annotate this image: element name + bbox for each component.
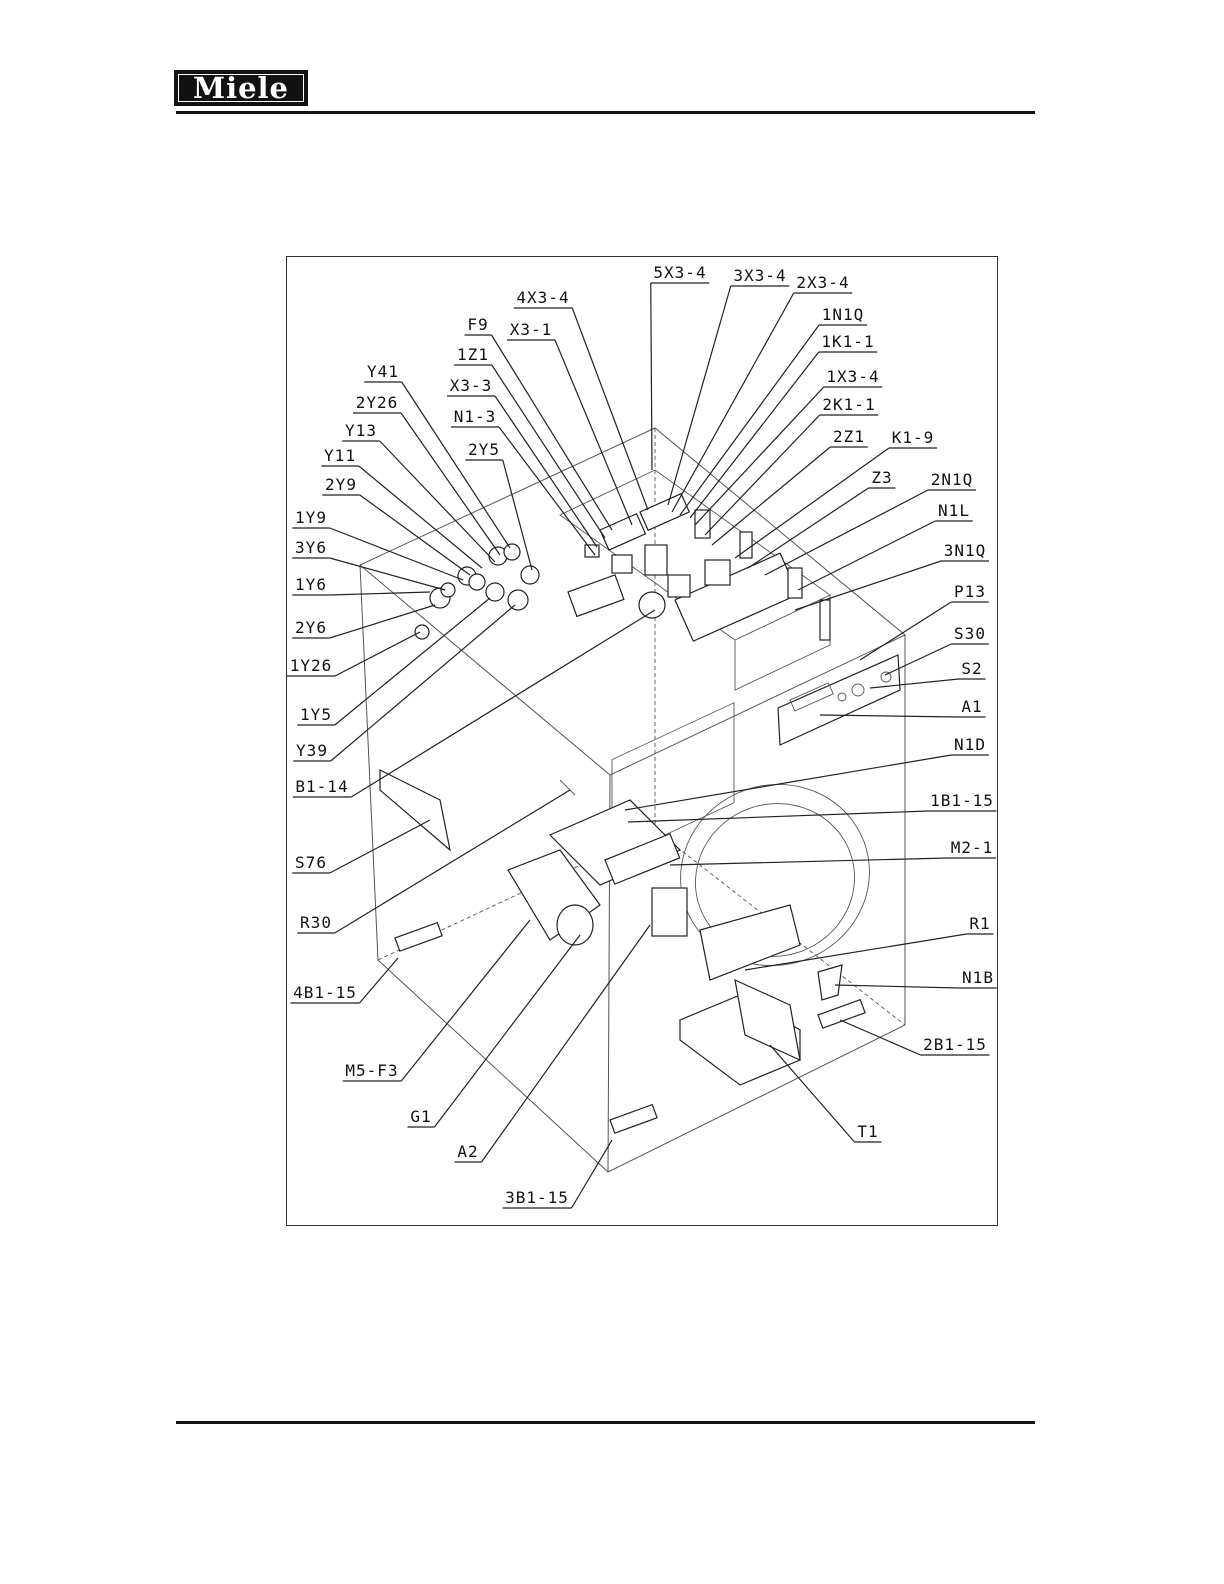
leader-s76 xyxy=(330,820,430,873)
leader-n1-3 xyxy=(499,427,595,555)
label-y13: Y13 xyxy=(345,421,377,440)
leader-1y26 xyxy=(335,632,420,676)
label-m5-f3: M5-F3 xyxy=(345,1061,398,1080)
label-x3-3: X3-3 xyxy=(450,376,493,395)
label-a1: A1 xyxy=(961,697,982,716)
label-3x3-4: 3X3-4 xyxy=(733,266,786,285)
label-f9: F9 xyxy=(467,315,488,334)
label-s2: S2 xyxy=(961,659,982,678)
leader-n1l xyxy=(798,521,935,590)
label-3y6: 3Y6 xyxy=(295,538,327,557)
label-2b1-15: 2B1-15 xyxy=(923,1035,987,1054)
label-2y9: 2Y9 xyxy=(325,475,357,494)
label-k1-9: K1-9 xyxy=(892,428,935,447)
control-panel xyxy=(778,655,900,745)
leader-t1 xyxy=(770,1045,855,1142)
leader-3x3-4 xyxy=(668,286,731,505)
leader-1k1-1 xyxy=(690,352,819,518)
leader-1b1-15 xyxy=(628,811,928,822)
label-1y9: 1Y9 xyxy=(295,508,327,527)
label-4x3-4: 4X3-4 xyxy=(516,288,569,307)
component-labels: 5X3-4 3X3-4 2X3-4 4X3-4 1N1Q X3-1 F9 1K1-1 1Z1Y4… xyxy=(290,263,994,1207)
leader-b1-14 xyxy=(351,610,655,797)
leader-1y6 xyxy=(330,592,430,595)
leader-g1 xyxy=(435,935,581,1127)
label-g1: G1 xyxy=(410,1107,431,1126)
label-2y6: 2Y6 xyxy=(295,618,327,637)
label-1x3-4: 1X3-4 xyxy=(826,367,879,386)
leader-2b1-15 xyxy=(840,1020,921,1055)
label-y41: Y41 xyxy=(367,362,399,381)
label-3n1q: 3N1Q xyxy=(944,541,987,560)
leader-2x3-4 xyxy=(672,293,794,512)
motor-assembly xyxy=(508,780,687,945)
water-valves xyxy=(415,544,539,639)
leader-3y6 xyxy=(330,558,445,590)
label-2y26: 2Y26 xyxy=(356,393,399,412)
label-y39: Y39 xyxy=(296,741,328,760)
deck-components xyxy=(568,494,830,641)
leader-2y9 xyxy=(360,495,470,575)
label-y11: Y11 xyxy=(324,446,356,465)
label-3b1-15: 3B1-15 xyxy=(505,1188,569,1207)
leader-n1b xyxy=(835,985,959,988)
label-1k1-1: 1K1-1 xyxy=(821,332,874,351)
leader-m2-1 xyxy=(670,858,948,865)
leader-5x3-4 xyxy=(651,283,652,470)
label-2n1q: 2N1Q xyxy=(931,470,974,489)
leader-x3-3 xyxy=(495,396,597,547)
leader-1x3-4 xyxy=(695,387,824,525)
label-4b1-15: 4B1-15 xyxy=(293,983,357,1002)
label-x3-1: X3-1 xyxy=(510,320,553,339)
leader-n1d xyxy=(625,755,951,810)
leader-2z1 xyxy=(712,447,830,545)
label-n1l: N1L xyxy=(938,501,970,520)
label-2z1: 2Z1 xyxy=(833,427,865,446)
leader-1y5 xyxy=(335,598,490,725)
leader-y13 xyxy=(380,441,495,562)
label-1n1q: 1N1Q xyxy=(822,305,865,324)
leader-2y26 xyxy=(401,413,500,555)
label-r30: R30 xyxy=(300,913,332,932)
label-5x3-4: 5X3-4 xyxy=(653,263,706,282)
leader-3b1-15 xyxy=(572,1140,613,1208)
label-s30: S30 xyxy=(954,624,986,643)
footer-rule xyxy=(176,1421,1035,1424)
label-z3: Z3 xyxy=(871,468,892,487)
label-1y5: 1Y5 xyxy=(300,705,332,724)
label-p13: P13 xyxy=(954,582,986,601)
label-2x3-4: 2X3-4 xyxy=(796,273,849,292)
label-m2-1: M2-1 xyxy=(951,838,994,857)
label-2k1-1: 2K1-1 xyxy=(822,395,875,414)
label-b1-14: B1-14 xyxy=(295,777,348,796)
label-1y6: 1Y6 xyxy=(295,575,327,594)
label-2y5: 2Y5 xyxy=(468,440,500,459)
leader-x3-1 xyxy=(555,340,632,525)
leader-4b1-15 xyxy=(360,958,399,1003)
leader-1z1 xyxy=(492,365,605,538)
label-n1b: N1B xyxy=(962,968,994,987)
leader-1n1q xyxy=(680,325,819,515)
label-t1: T1 xyxy=(857,1122,878,1141)
label-r1: R1 xyxy=(969,914,990,933)
label-a2: A2 xyxy=(457,1142,478,1161)
label-n1d: N1D xyxy=(954,735,986,754)
leader-k1-9 xyxy=(735,448,889,558)
label-1y26: 1Y26 xyxy=(290,656,333,675)
label-s76: S76 xyxy=(295,853,327,872)
label-1z1: 1Z1 xyxy=(457,345,489,364)
label-1b1-15: 1B1-15 xyxy=(930,791,994,810)
label-n1-3: N1-3 xyxy=(454,407,497,426)
leader-p13 xyxy=(860,602,951,660)
